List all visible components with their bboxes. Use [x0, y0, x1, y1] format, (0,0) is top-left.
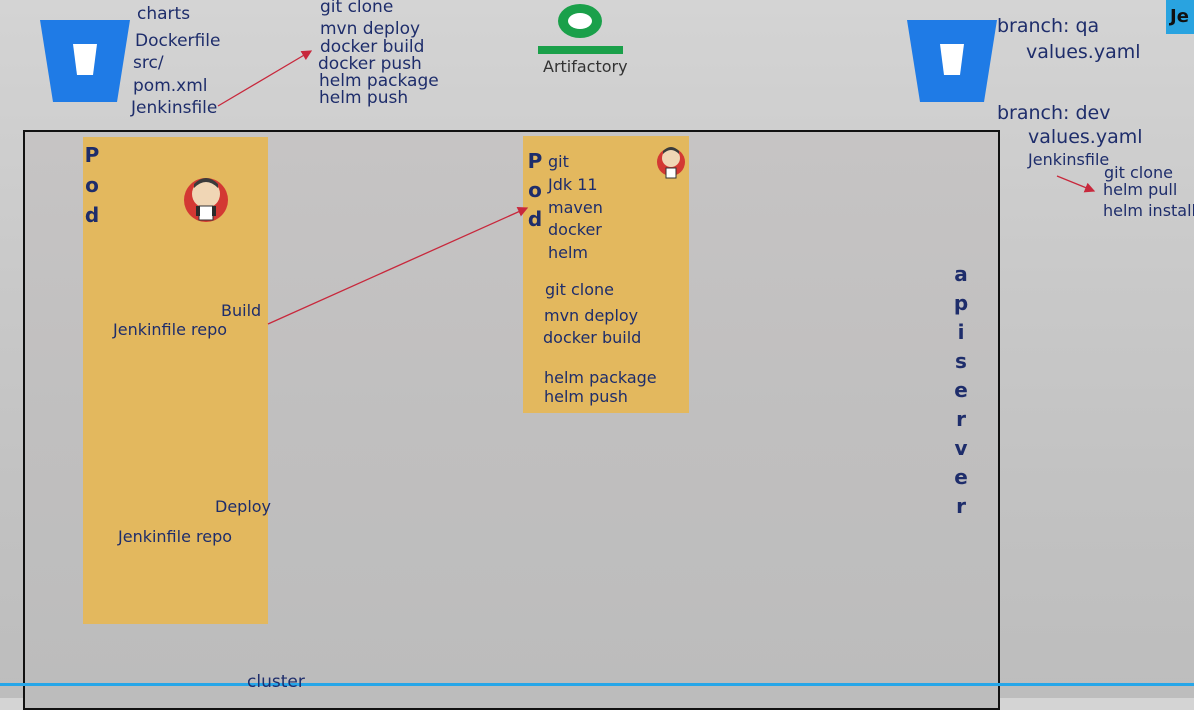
api-letter: a — [954, 262, 968, 286]
agent-tool: Jdk 11 — [548, 175, 598, 194]
api-server-label: a p i s e r v e r — [951, 260, 971, 521]
artifactory-icon — [538, 4, 623, 54]
ci-step: git clone — [320, 0, 394, 17]
api-letter: e — [954, 465, 968, 489]
file-dockerfile: Dockerfile — [135, 31, 221, 51]
ci-step: helm push — [319, 88, 409, 108]
api-letter: r — [956, 407, 966, 431]
pod-agent-label-p: P — [527, 149, 543, 173]
agent-step: helm push — [544, 387, 628, 406]
agent-step: mvn deploy — [544, 306, 639, 325]
api-letter: e — [954, 378, 968, 402]
api-letter: v — [954, 436, 968, 460]
deploy-label: Deploy — [215, 497, 272, 516]
agent-tool: git — [548, 152, 569, 171]
cd-step: git clone — [1104, 163, 1173, 182]
ci-step: helm package — [319, 71, 439, 91]
arrow-jenkinsfile-to-ci — [217, 50, 313, 107]
api-letter: r — [956, 494, 966, 518]
qa-values: values.yaml — [1026, 41, 1141, 63]
bitbucket-icon-left — [40, 20, 130, 102]
artifactory-label: Artifactory — [543, 57, 628, 76]
ci-step: mvn deploy — [320, 19, 421, 39]
agent-step: docker build — [543, 328, 642, 347]
pod-master-label-d: d — [84, 203, 100, 227]
bitbucket-icon-right — [907, 20, 997, 102]
jenkins-icon-large — [184, 178, 228, 222]
api-letter: p — [953, 291, 969, 315]
agent-tool: docker — [548, 220, 602, 239]
ci-step: docker push — [318, 54, 422, 74]
arrow-jenkinsfile-to-cd — [1056, 175, 1096, 193]
pod-master — [83, 137, 268, 624]
agent-step: helm package — [544, 368, 657, 387]
agent-step: git clone — [545, 280, 614, 299]
agent-tool: helm — [548, 243, 589, 262]
branch-qa: branch: qa — [997, 15, 1100, 37]
file-pom: pom.xml — [133, 76, 208, 96]
file-charts: charts — [137, 4, 191, 24]
build-label: Build — [221, 301, 262, 320]
build-repo-label: Jenkinfile repo — [113, 320, 228, 339]
api-letter: s — [955, 349, 967, 373]
pod-master-label-o: o — [85, 173, 99, 197]
cd-step: helm pull — [1103, 180, 1178, 199]
branch-dev: branch: dev — [997, 102, 1111, 124]
file-src: src/ — [133, 53, 164, 73]
jenkins-tab: Je — [1166, 0, 1194, 34]
pod-agent-label-d: d — [527, 207, 543, 231]
pod-agent-label-o: o — [528, 178, 542, 202]
cd-step: helm install — [1103, 201, 1194, 220]
ci-step: docker build — [320, 37, 425, 57]
file-jenkinsfile: Jenkinsfile — [131, 98, 218, 118]
pod-agent — [523, 136, 689, 413]
api-letter: i — [957, 320, 965, 344]
deploy-repo-label: Jenkinfile repo — [118, 527, 233, 546]
agent-tool: maven — [548, 198, 603, 217]
dev-values: values.yaml — [1028, 126, 1143, 148]
bottom-divider — [0, 683, 1194, 686]
pod-master-label-p: P — [84, 143, 100, 167]
arrow-build-to-agent — [267, 206, 529, 325]
jenkins-icon-small — [657, 147, 685, 179]
cluster-label: cluster — [247, 672, 305, 692]
dev-jenkinsfile: Jenkinsfile — [1028, 150, 1110, 169]
